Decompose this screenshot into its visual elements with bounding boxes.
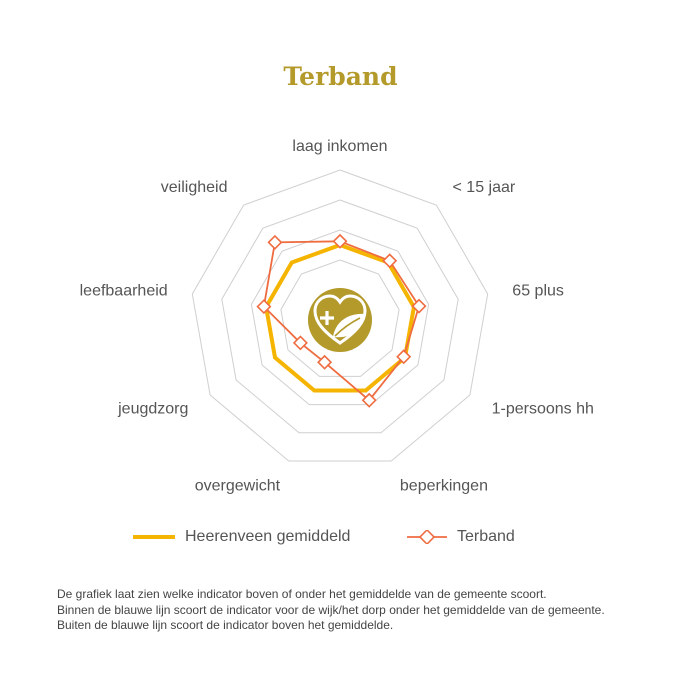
terband-point-8 [267, 234, 283, 250]
axis-label-0: laag inkomen [292, 138, 387, 155]
legend-item-average: Heerenveen gemiddeld [133, 528, 350, 546]
legend-line-swatch [133, 535, 175, 539]
terband-point-7 [256, 299, 272, 315]
terband-point-0 [332, 233, 348, 249]
series-line-average [264, 242, 416, 393]
grid-ring [250, 229, 430, 406]
footnote-line-3: Buiten de blauwe lijn scoort de indicato… [57, 618, 394, 632]
legend: Heerenveen gemiddeld Terband [0, 528, 681, 552]
axis-label-6: jeugdzorg [117, 401, 188, 418]
axis-label-5: overgewicht [195, 477, 281, 494]
footnote-line-1: De grafiek laat zien welke indicator bov… [57, 587, 547, 601]
axis-labels: laag inkomen < 15 jaar 65 plus 1-persoons h… [80, 138, 594, 494]
axis-label-7: leefbaarheid [80, 283, 168, 300]
axis-label-1: < 15 jaar [453, 179, 516, 196]
radar-grid [191, 169, 489, 462]
legend-item-terband: Terband [407, 528, 515, 546]
legend-label-average: Heerenveen gemiddeld [185, 528, 351, 545]
heart-plus-leaf-icon [308, 288, 372, 352]
radar-chart: laag inkomen < 15 jaar 65 plus 1-persoons h… [80, 138, 594, 494]
axis-label-3: 1-persoons hh [492, 401, 594, 418]
series-line-terband [262, 240, 420, 402]
axis-label-2: 65 plus [512, 283, 564, 300]
chart-title: Terband [283, 62, 398, 91]
legend-marker-swatch [407, 530, 447, 544]
grid-ring [221, 199, 459, 434]
legend-label-terband: Terband [457, 528, 515, 545]
series-layer [256, 233, 427, 408]
axis-label-8: veiligheid [161, 179, 228, 196]
terband-point-6 [292, 335, 308, 351]
footnote-line-2: Binnen de blauwe lijn scoort de indicato… [57, 602, 605, 617]
terband-point-1 [382, 253, 398, 269]
terband-point-3 [396, 349, 412, 365]
terband-point-4 [361, 392, 377, 408]
footnote: De grafiek laat zien welke indicator bov… [57, 587, 672, 634]
grid-ring [191, 169, 489, 462]
axis-label-4: beperkingen [400, 477, 488, 494]
terband-point-2 [411, 298, 427, 314]
terband-point-5 [317, 354, 333, 370]
